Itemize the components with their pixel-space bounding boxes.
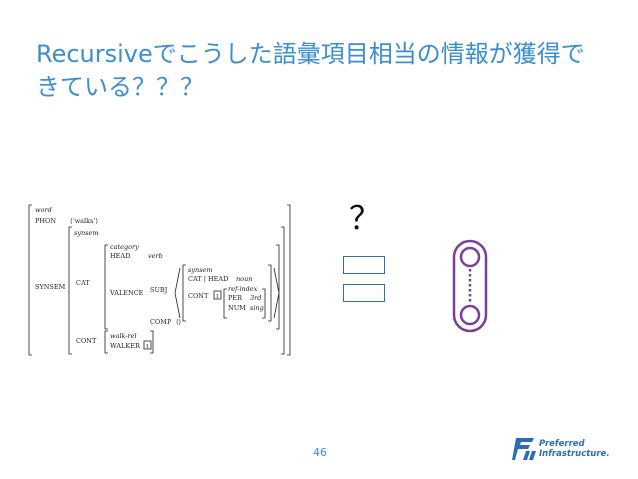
valence-label: VALENCE — [109, 289, 144, 297]
comp-label: COMP — [150, 318, 172, 326]
attribute-value-matrix: word PHON ⟨‘walks’⟩ synsem SYNSEM catego… — [28, 204, 291, 356]
node-stack-icon — [452, 239, 488, 333]
type-walk: walk-rel — [110, 332, 137, 340]
preferred-infrastructure-logo — [512, 438, 536, 460]
type-ref-index: ref-index — [228, 285, 258, 293]
num-label: NUM — [228, 304, 246, 312]
stack-top-circle — [459, 246, 481, 268]
type-synsem-inner: synsem — [188, 266, 213, 274]
phon-label: PHON — [35, 217, 56, 225]
logo-text-line-2: Infrastructure. — [539, 449, 610, 459]
cat-head-label: CAT | HEAD — [188, 275, 228, 283]
question-mark: ？ — [348, 199, 381, 237]
stack-bottom-circle — [459, 304, 481, 326]
head-value: verb — [148, 252, 163, 260]
per-label: PER — [228, 294, 243, 302]
num-value: sing — [250, 304, 264, 312]
phon-value: ⟨‘walks’⟩ — [70, 217, 98, 225]
head-label: HEAD — [110, 252, 130, 260]
type-category: category — [110, 243, 139, 251]
cont-inner-label: CONT — [188, 292, 209, 300]
logo-mark — [512, 438, 534, 460]
cat-head-value: noun — [236, 275, 252, 283]
slide-title: Recursiveでこうした語彙項目相当の情報が獲得で きている？？？ — [36, 38, 596, 104]
walker-label: WALKER — [110, 342, 141, 350]
logo-text-line-1: Preferred — [539, 439, 585, 449]
vector-box-bottom — [343, 284, 385, 302]
slide-title-line-2: きている？？？ — [36, 73, 204, 101]
cont-label: CONT — [76, 337, 97, 345]
slide-title-line-1: Recursiveでこうした語彙項目相当の情報が獲得で — [36, 40, 585, 68]
cat-label: CAT — [76, 279, 90, 287]
tag-1-walker: 1 — [146, 344, 150, 350]
page-number: 46 — [313, 446, 327, 459]
comp-value: ⟨⟩ — [176, 318, 181, 326]
synsem-label: SYNSEM — [35, 283, 66, 291]
vector-box-top — [343, 256, 385, 274]
type-synsem: synsem — [74, 229, 99, 237]
subj-label: SUBJ — [150, 286, 168, 294]
type-word: word — [35, 206, 52, 214]
per-value: 3rd — [250, 294, 261, 302]
tag-1: 1 — [216, 294, 220, 300]
